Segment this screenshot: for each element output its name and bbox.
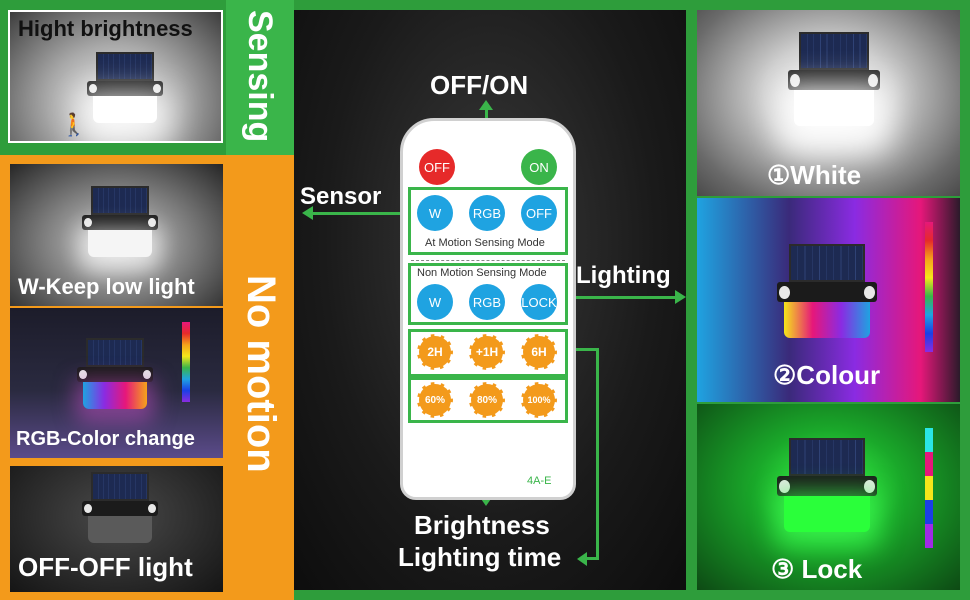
sensing-photo: Hight brightness 🚶	[8, 10, 223, 143]
motion-mode-group	[408, 187, 568, 255]
brightness-80-button[interactable]: 80%	[469, 382, 505, 418]
off-on-label: OFF/ON	[430, 70, 529, 100]
colour-spectrum-bar	[925, 222, 933, 352]
walking-person-icon: 🚶	[60, 112, 88, 137]
off-mode-photo: OFF-OFF light	[10, 466, 223, 592]
sensing-photo-caption: Hight brightness	[18, 16, 193, 41]
motion-rgb-button[interactable]: RGB	[469, 195, 505, 231]
colour-mode-caption: ②Colour	[773, 360, 881, 390]
non-motion-rgb-button[interactable]: RGB	[469, 284, 505, 320]
brightness-60-button[interactable]: 60%	[417, 382, 453, 418]
non-motion-mode-group	[408, 263, 568, 325]
color-spectrum-bar	[182, 322, 190, 402]
timer-6h-button[interactable]: 6H	[521, 334, 557, 370]
non-motion-mode-caption: Non Motion Sensing Mode	[417, 267, 547, 279]
white-mode-photo: ①White	[697, 10, 960, 196]
w-mode-caption: W-Keep low light	[18, 274, 195, 299]
timer-group	[408, 329, 568, 377]
lighting-time-label: Lighting time	[398, 542, 562, 572]
timer-2h-button[interactable]: 2H	[417, 334, 453, 370]
sensing-strip: Sensing	[226, 0, 294, 155]
brightness-100-button[interactable]: 100%	[521, 382, 557, 418]
colour-mode-photo: ②Colour	[697, 198, 960, 402]
lock-button[interactable]: LOCK	[521, 284, 557, 320]
rgb-mode-photo: RGB-Color change	[10, 308, 223, 458]
remote-control: OFF ON W RGB OFF At Motion Sensing Mode …	[400, 118, 576, 500]
sensing-title: Sensing	[241, 10, 279, 143]
off-button[interactable]: OFF	[419, 149, 455, 185]
off-mode-caption: OFF-OFF light	[18, 552, 193, 582]
motion-mode-caption: At Motion Sensing Mode	[425, 237, 545, 249]
timer-plus1h-button[interactable]: +1H	[469, 334, 505, 370]
lock-mode-caption: ③ Lock	[771, 554, 863, 584]
rgb-mode-caption: RGB-Color change	[16, 428, 195, 450]
white-mode-caption: ①White	[767, 160, 862, 190]
w-mode-photo: W-Keep low light	[10, 164, 223, 306]
motion-off-button[interactable]: OFF	[521, 195, 557, 231]
lamp-image	[80, 52, 170, 127]
lighting-label: Lighting	[576, 262, 671, 289]
no-motion-title: No motion	[239, 275, 283, 473]
on-button[interactable]: ON	[521, 149, 557, 185]
model-number: 4A-E	[527, 475, 552, 487]
lock-color-bar	[925, 428, 933, 548]
brightness-group	[408, 377, 568, 423]
sensor-label: Sensor	[300, 183, 382, 210]
motion-w-button[interactable]: W	[417, 195, 453, 231]
non-motion-w-button[interactable]: W	[417, 284, 453, 320]
brightness-label: Brightness	[414, 510, 550, 540]
lock-mode-photo: ③ Lock	[697, 404, 960, 590]
